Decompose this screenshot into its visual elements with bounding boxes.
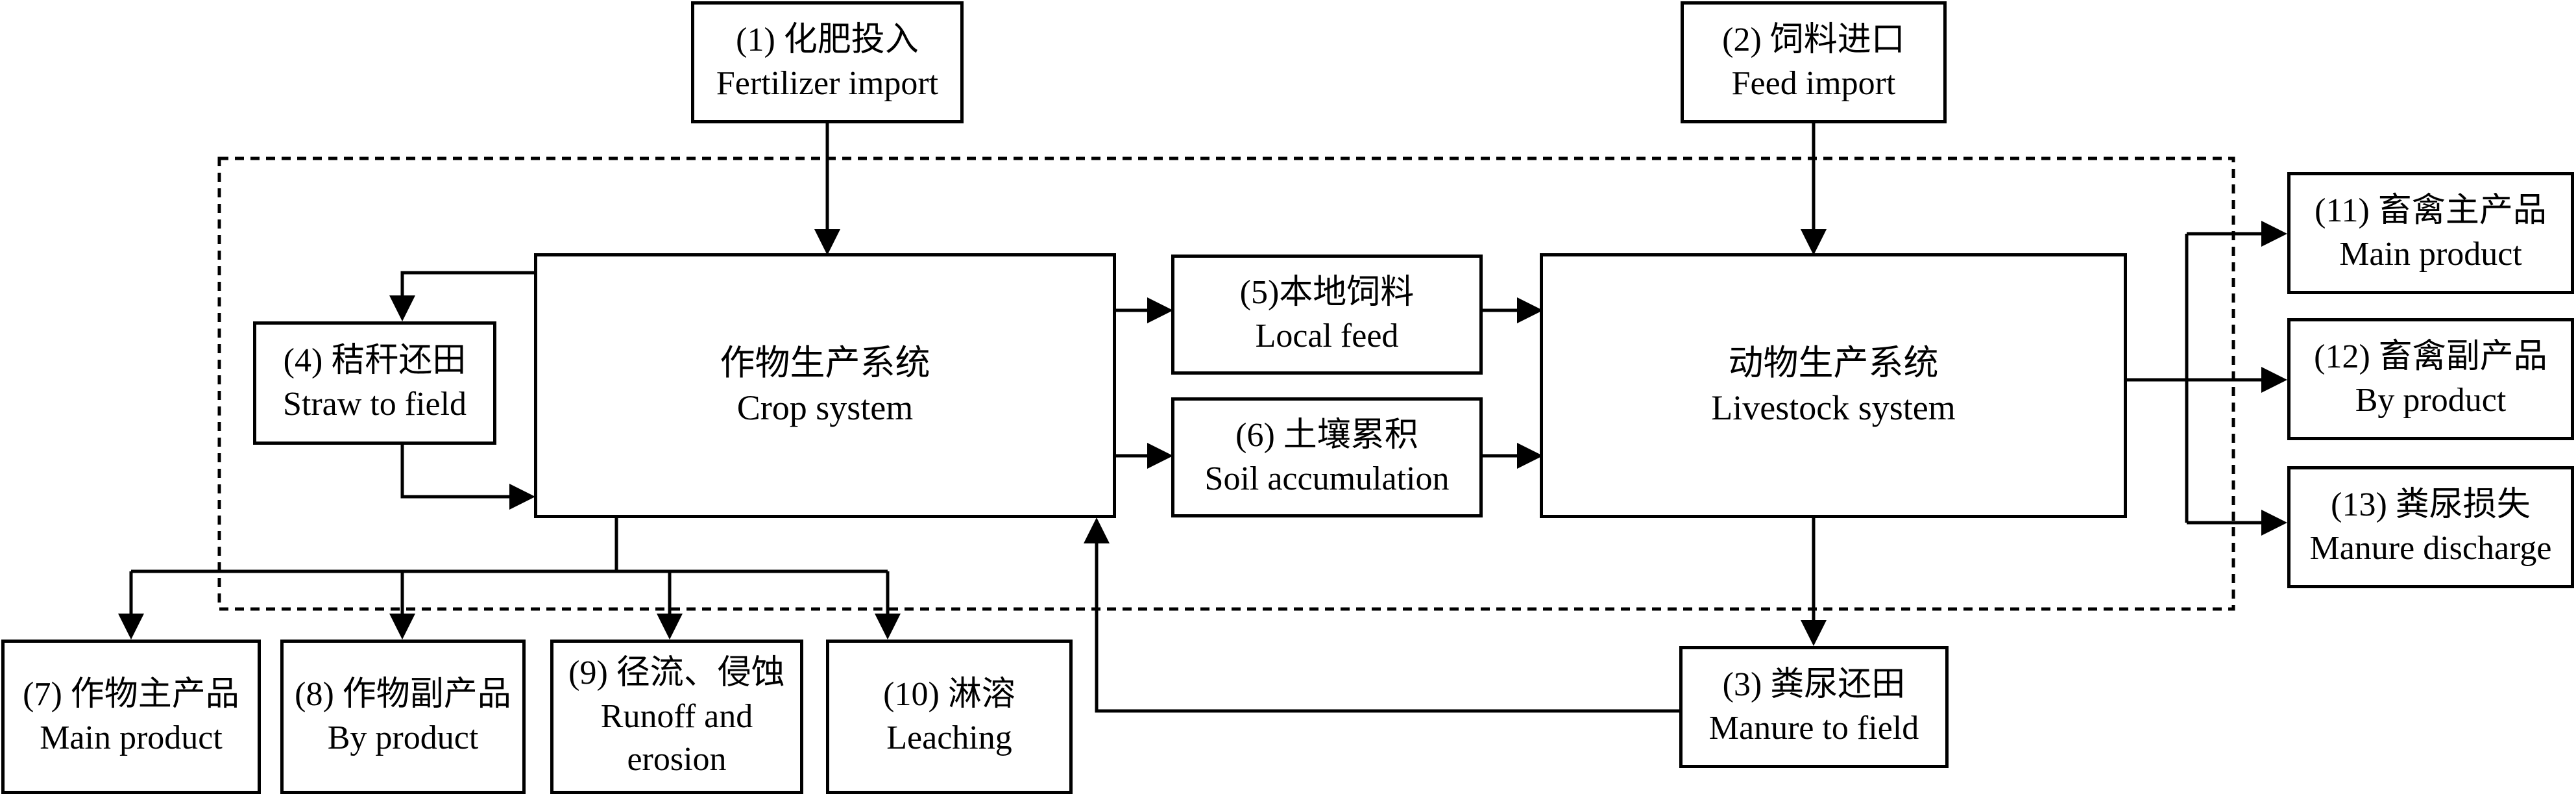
node-leaching: (10) 淋溶 Leaching (826, 640, 1073, 794)
node-label-en: Straw to field (282, 386, 467, 423)
node-livestock-system: 动物生产系统 Livestock system (1540, 253, 2127, 518)
node-label-zh: (6) 土壤累积 (1235, 416, 1418, 454)
node-label-zh: (13) 粪尿损失 (2331, 486, 2531, 524)
node-label-en: By product (327, 719, 479, 756)
arrow-straw-to-crop (400, 445, 535, 510)
node-label-zh: (8) 作物副产品 (295, 676, 511, 714)
node-livestock-main-product: (11) 畜禽主产品 Main product (2287, 172, 2574, 294)
node-label-en: Livestock system (1711, 388, 1956, 427)
node-label-en: Manure to field (1708, 710, 1919, 747)
node-manure-discharge: (13) 粪尿损失 Manure discharge (2287, 466, 2574, 588)
node-label-en: Crop system (736, 388, 914, 427)
node-label-zh: 作物生产系统 (720, 343, 930, 382)
node-label-en: By product (2355, 382, 2507, 419)
node-label-en: Soil accumulation (1204, 460, 1450, 497)
node-label-en: Leaching (886, 719, 1012, 756)
node-local-feed: (5)本地饲料 Local feed (1171, 255, 1483, 375)
node-label-zh: (2) 饲料进口 (1722, 21, 1905, 59)
node-straw-to-field: (4) 秸秆还田 Straw to field (253, 321, 496, 445)
node-manure-to-field: (3) 粪尿还田 Manure to field (1679, 646, 1949, 768)
node-crop-main-product: (7) 作物主产品 Main product (1, 640, 261, 794)
node-fertilizer-import: (1) 化肥投入 Fertilizer import (691, 1, 964, 123)
node-label-zh: 动物生产系统 (1728, 343, 1939, 382)
node-runoff-erosion: (9) 径流、侵蚀 Runoff and erosion (550, 640, 803, 794)
node-livestock-by-product: (12) 畜禽副产品 By product (2287, 318, 2574, 440)
node-soil-accumulation: (6) 土壤累积 Soil accumulation (1171, 397, 1483, 517)
node-label-en: Feed import (1731, 65, 1896, 102)
node-label-zh: (4) 秸秆还田 (283, 342, 467, 380)
node-label-zh: (9) 径流、侵蚀 (568, 654, 785, 692)
node-label-en: Fertilizer import (716, 65, 939, 102)
node-label-en: Main product (2339, 236, 2522, 273)
node-label-zh: (3) 粪尿还田 (1722, 666, 1906, 704)
node-label-en: Local feed (1255, 317, 1399, 354)
node-label-zh: (12) 畜禽副产品 (2314, 338, 2547, 376)
system-boundary (217, 156, 2235, 611)
node-label-zh: (10) 淋溶 (883, 676, 1015, 714)
node-label-en: Main product (40, 719, 223, 756)
node-feed-import: (2) 饲料进口 Feed import (1681, 1, 1947, 123)
node-label-en: Runoff and erosion (600, 697, 753, 778)
node-label-zh: (7) 作物主产品 (23, 676, 239, 714)
node-label-zh: (1) 化肥投入 (736, 21, 919, 59)
arrow-manure-to-crop (1084, 517, 1679, 713)
node-crop-system: 作物生产系统 Crop system (534, 253, 1116, 518)
node-label-zh: (5)本地饲料 (1239, 273, 1415, 311)
node-label-en: Manure discharge (2309, 530, 2552, 567)
arrow-crop-to-straw (389, 271, 534, 321)
node-label-zh: (11) 畜禽主产品 (2315, 192, 2547, 230)
node-crop-by-product: (8) 作物副产品 By product (280, 640, 526, 794)
